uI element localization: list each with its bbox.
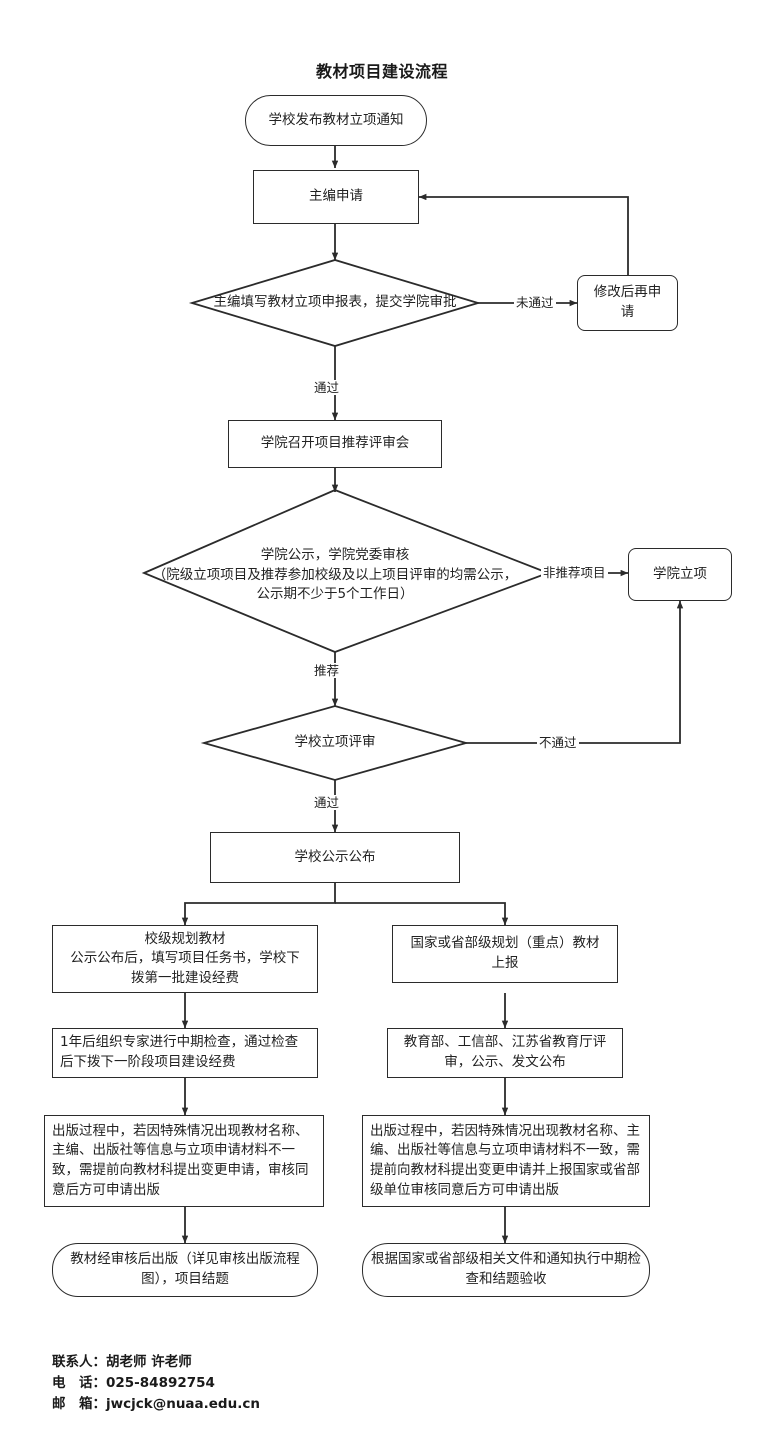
node-school-review-label: 学校立项评审 xyxy=(294,734,376,750)
node-right-publishing-change[interactable]: 出版过程中，若因特殊情况出现教材名称、主 编、出版社等信息与立项申请材料不一致，… xyxy=(362,1115,650,1207)
edge-label-not-passed: 未通过 xyxy=(514,295,556,310)
node-right-national-textbook[interactable]: 国家或省部级规划（重点）教材 上报 xyxy=(392,925,618,983)
decision-shape-school-review xyxy=(200,705,470,781)
footer-phone: 电 话：025-84892754 xyxy=(52,1374,215,1391)
node-right-national-acceptance[interactable]: 根据国家或省部级相关文件和通知执行中期检 查和结题验收 xyxy=(362,1243,650,1297)
edge-label-passed-2: 通过 xyxy=(312,795,342,810)
node-school-publicity[interactable]: 学校公示公布 xyxy=(210,832,460,883)
node-editor-application[interactable]: 主编申请 xyxy=(253,170,419,224)
node-fill-form-label: 主编填写教材立项申报表，提交学院审批 xyxy=(213,294,457,310)
node-start[interactable]: 学校发布教材立项通知 xyxy=(245,95,427,146)
edge-school-review-to-college-project xyxy=(466,600,684,744)
footer-contact-block: 联系人：胡老师 许老师 电 话：025-84892754 邮 箱：jwcjck@… xyxy=(52,1352,260,1415)
node-college-publicity-label: 学院公示，学院党委审核 （院级立项项目及推荐参加校级及以上项目评审的均需公示， … xyxy=(152,547,518,603)
node-left-midterm-check[interactable]: 1年后组织专家进行中期检查，通过检查 后下拨下一阶段项目建设经费 xyxy=(52,1028,318,1078)
page-title: 教材项目建设流程 xyxy=(315,62,448,81)
node-left-publish-complete[interactable]: 教材经审核后出版（详见审核出版流程 图），项目结题 xyxy=(52,1243,318,1297)
edge-revise-to-apply xyxy=(418,193,629,275)
footer-contact-person: 联系人：胡老师 许老师 xyxy=(52,1354,192,1370)
node-left-school-level-textbook[interactable]: 校级规划教材 公示公布后，填写项目任务书，学校下 拨第一批建设经费 xyxy=(52,925,318,993)
edge-label-recommended: 推荐 xyxy=(312,663,342,678)
decision-shape-fill-form xyxy=(188,259,482,347)
edge-label-rejected: 不通过 xyxy=(537,735,579,750)
node-left-publishing-change[interactable]: 出版过程中，若因特殊情况出现教材名称、 主编、出版社等信息与立项申请材料不一 致… xyxy=(44,1115,324,1207)
edge-publicity-to-right-branch xyxy=(335,902,509,926)
node-revise-reapply[interactable]: 修改后再申 请 xyxy=(577,275,678,331)
edge-publicity-to-left-branch xyxy=(181,883,336,926)
edge-label-passed-1: 通过 xyxy=(312,380,342,395)
decision-shape-college-publicity xyxy=(141,489,551,653)
node-college-project[interactable]: 学院立项 xyxy=(628,548,732,601)
edge-label-not-recommended: 非推荐项目 xyxy=(541,565,608,580)
node-college-meeting[interactable]: 学院召开项目推荐评审会 xyxy=(228,420,442,468)
footer-email: 邮 箱：jwcjck@nuaa.edu.cn xyxy=(52,1395,260,1412)
node-right-ministry-review[interactable]: 教育部、工信部、江苏省教育厅评 审，公示、发文公布 xyxy=(387,1028,623,1078)
